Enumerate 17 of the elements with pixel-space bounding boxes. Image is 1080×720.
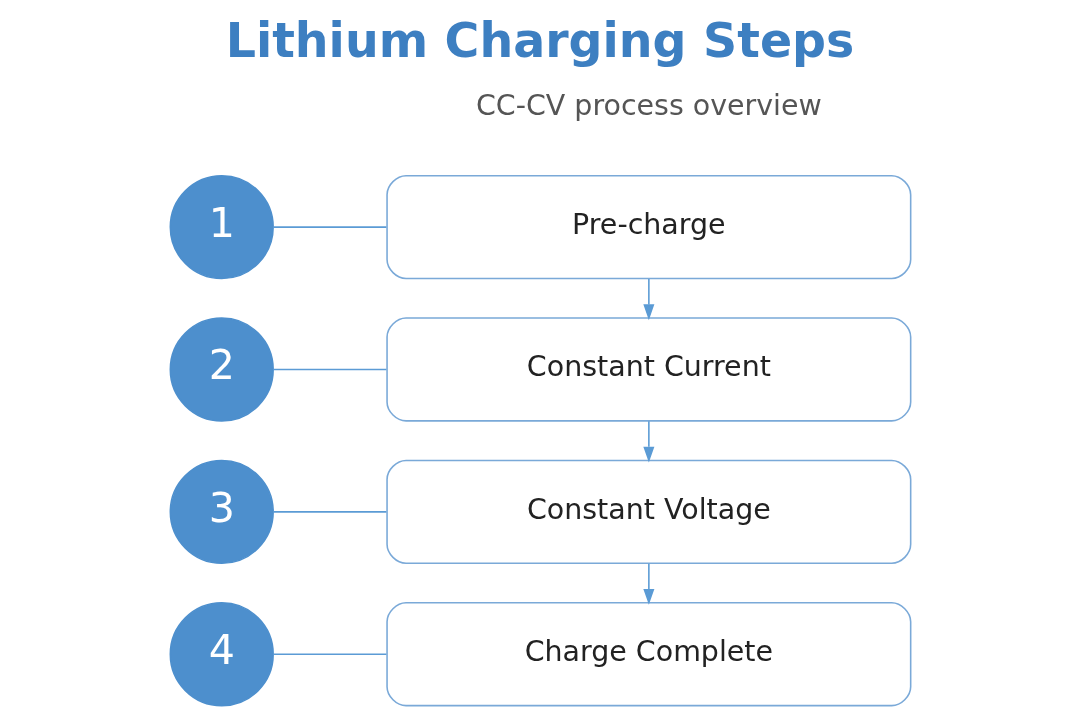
node-box: Constant Voltage <box>385 459 911 565</box>
connector <box>272 226 387 228</box>
arrow <box>642 562 654 605</box>
node-circle: 2 <box>169 317 274 422</box>
diagram-title: Lithium Charging Steps <box>225 13 854 69</box>
node-circle: 4 <box>169 602 274 707</box>
arrow <box>642 278 654 321</box>
node-box: Charge Complete <box>385 602 911 707</box>
node-box: Constant Current <box>385 317 911 422</box>
connector <box>272 368 387 371</box>
node-circle: 1 <box>169 174 274 280</box>
label: CC-CV process overview <box>475 88 822 122</box>
connector <box>272 511 387 513</box>
connector <box>272 653 387 656</box>
arrow <box>642 420 654 463</box>
node-box: Pre-charge <box>385 174 911 280</box>
node-circle: 3 <box>169 459 274 565</box>
